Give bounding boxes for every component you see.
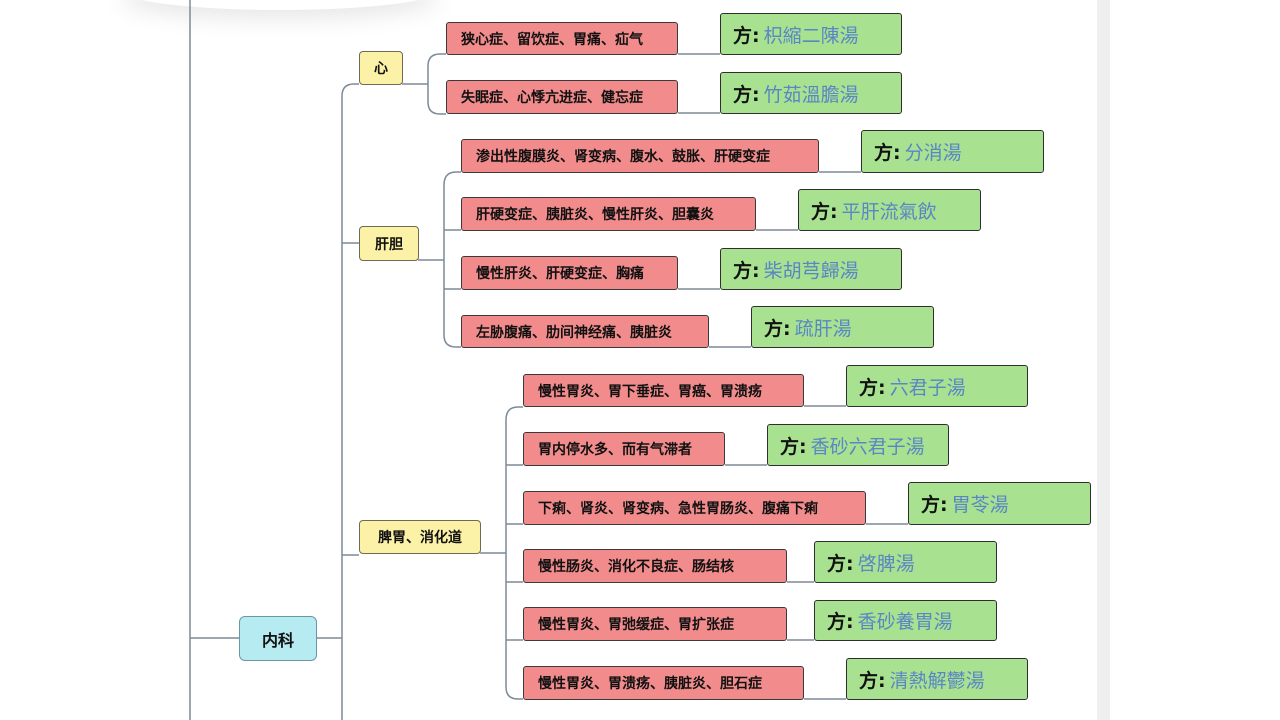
formula-node[interactable]: 方: 平肝流氣飲 (798, 189, 981, 231)
symptom-node[interactable]: 渗出性腹膜炎、肾变病、腹水、鼓胀、肝硬变症 (461, 139, 819, 173)
formula-name: 啓脾湯 (857, 552, 915, 575)
formula-name: 枳縮二陳湯 (763, 24, 859, 47)
formula-prefix: 方: (780, 435, 807, 458)
symptom-text: 慢性胃炎、胃溃疡、胰脏炎、胆石症 (538, 676, 762, 692)
symptom-node[interactable]: 左胁腹痛、肋间神经痛、胰脏炎 (461, 315, 709, 348)
connector-heart-b1 (427, 53, 446, 84)
formula-node[interactable]: 方: 疏肝湯 (751, 306, 934, 348)
symptom-text: 下痢、肾炎、肾变病、急性胃肠炎、腹痛下痢 (538, 501, 818, 517)
symptom-node[interactable]: 下痢、肾炎、肾变病、急性胃肠炎、腹痛下痢 (523, 491, 866, 525)
formula-node[interactable]: 方: 枳縮二陳湯 (720, 13, 902, 55)
formula-node[interactable]: 方: 胃苓湯 (908, 482, 1091, 525)
formula-prefix: 方: (859, 376, 886, 399)
connector-liver-trunk (443, 171, 461, 186)
symptom-node[interactable]: 胃内停水多、而有气滞者 (523, 432, 725, 466)
formula-name: 清熱解鬱湯 (889, 669, 985, 692)
category-liver-gallbladder[interactable]: 肝胆 (359, 226, 419, 261)
connector-spleen-trunk (505, 406, 523, 421)
formula-prefix: 方: (733, 259, 760, 282)
formula-name: 香砂六君子湯 (810, 435, 925, 458)
connector-liver-b4 (443, 334, 461, 348)
formula-name: 疏肝湯 (794, 317, 852, 340)
formula-node[interactable]: 方: 六君子湯 (846, 365, 1028, 407)
category-label: 脾胃、消化道 (378, 530, 462, 546)
formula-name: 六君子湯 (889, 376, 966, 399)
formula-node[interactable]: 方: 竹茹溫膽湯 (720, 72, 902, 114)
formula-node[interactable]: 方: 香砂養胃湯 (814, 600, 997, 641)
formula-name: 柴胡芎歸湯 (763, 259, 859, 282)
formula-prefix: 方: (733, 83, 760, 106)
symptom-text: 慢性胃炎、胃弛缓症、胃扩张症 (538, 617, 734, 633)
formula-name: 分消湯 (904, 142, 962, 164)
symptom-text: 胃内停水多、而有气滞者 (538, 442, 692, 458)
symptom-text: 失眠症、心悸亢进症、健忘症 (461, 90, 643, 106)
connector-heart-b2 (427, 84, 446, 115)
symptom-text: 狭心症、留饮症、胃痛、疝气 (461, 31, 643, 48)
formula-name: 胃苓湯 (951, 494, 1009, 516)
formula-prefix: 方: (764, 317, 791, 340)
symptom-node[interactable]: 慢性胃炎、胃弛缓症、胃扩张症 (523, 607, 787, 641)
formula-node[interactable]: 方: 香砂六君子湯 (767, 424, 949, 466)
formula-node[interactable]: 方: 分消湯 (861, 130, 1044, 173)
symptom-text: 慢性胃炎、胃下垂症、胃癌、胃溃疡 (538, 383, 762, 400)
formula-prefix: 方: (859, 669, 886, 692)
category-spleen-stomach[interactable]: 脾胃、消化道 (359, 520, 481, 554)
symptom-node[interactable]: 失眠症、心悸亢进症、健忘症 (446, 80, 678, 114)
root-label: 内科 (261, 630, 294, 650)
formula-prefix: 方: (827, 552, 854, 575)
formula-node[interactable]: 方: 柴胡芎歸湯 (720, 248, 902, 290)
formula-name: 竹茹溫膽湯 (763, 83, 859, 106)
symptom-node[interactable]: 狭心症、留饮症、胃痛、疝气 (446, 22, 678, 55)
symptom-text: 左胁腹痛、肋间神经痛、胰脏炎 (476, 324, 672, 341)
scrollbar-track[interactable] (1097, 0, 1110, 720)
symptom-text: 渗出性腹膜炎、肾变病、腹水、鼓胀、肝硬变症 (476, 149, 770, 165)
root-node[interactable]: 内科 (239, 616, 317, 661)
formula-prefix: 方: (733, 24, 760, 47)
connector-category-trunk (341, 83, 359, 720)
formula-prefix: 方: (811, 200, 838, 223)
symptom-node[interactable]: 慢性胃炎、胃下垂症、胃癌、胃溃疡 (523, 374, 804, 407)
formula-node[interactable]: 方: 啓脾湯 (814, 541, 997, 583)
formula-node[interactable]: 方: 清熱解鬱湯 (846, 658, 1028, 700)
formula-name: 香砂養胃湯 (857, 611, 953, 633)
symptom-node[interactable]: 慢性胃炎、胃溃疡、胰脏炎、胆石症 (523, 666, 804, 700)
symptom-node[interactable]: 肝硬变症、胰脏炎、慢性肝炎、胆囊炎 (461, 197, 756, 231)
category-label: 心 (374, 61, 388, 77)
formula-name: 平肝流氣飲 (841, 200, 937, 223)
category-label: 肝胆 (375, 236, 403, 253)
symptom-text: 肝硬变症、胰脏炎、慢性肝炎、胆囊炎 (476, 207, 714, 223)
symptom-text: 慢性肝炎、肝硬变症、胸痛 (476, 266, 644, 282)
symptom-node[interactable]: 慢性肠炎、消化不良症、肠结核 (523, 549, 787, 583)
connector-spleen-b6 (505, 686, 523, 700)
formula-prefix: 方: (827, 611, 854, 633)
formula-prefix: 方: (874, 142, 901, 164)
category-heart[interactable]: 心 (359, 51, 403, 85)
formula-prefix: 方: (921, 494, 948, 516)
symptom-text: 慢性肠炎、消化不良症、肠结核 (538, 559, 734, 575)
symptom-node[interactable]: 慢性肝炎、肝硬变症、胸痛 (461, 256, 678, 290)
